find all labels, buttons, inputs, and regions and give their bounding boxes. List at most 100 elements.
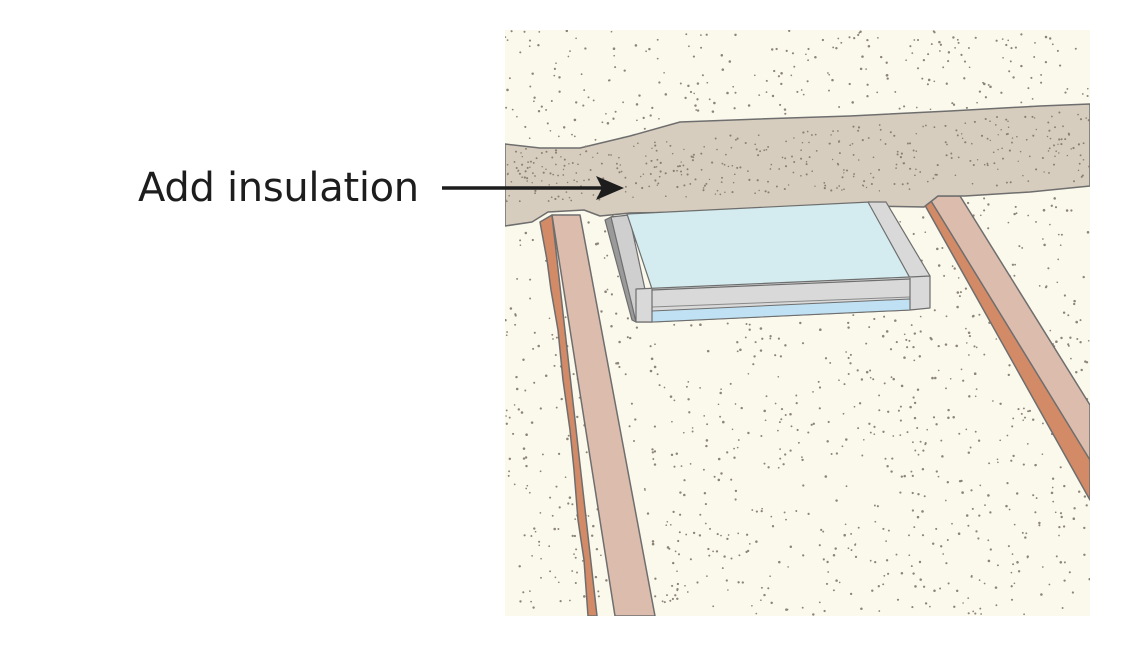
- band-speckle-dot: [702, 189, 705, 192]
- speckle-dot: [818, 601, 821, 604]
- band-speckle-dot: [852, 175, 855, 178]
- speckle-dot: [799, 321, 802, 325]
- speckle-dot: [692, 55, 695, 58]
- speckle-dot: [895, 553, 898, 556]
- speckle-dot: [575, 101, 578, 104]
- speckle-dot: [727, 589, 729, 591]
- band-speckle-dot: [841, 189, 843, 191]
- speckle-dot: [774, 354, 777, 357]
- speckle-dot: [960, 368, 963, 371]
- speckle-dot: [1054, 206, 1058, 209]
- speckle-dot: [1066, 87, 1069, 90]
- speckle-dot: [615, 312, 618, 315]
- band-speckle-dot: [1066, 154, 1069, 157]
- speckle-dot: [1085, 504, 1088, 507]
- band-speckle-dot: [655, 166, 658, 168]
- speckle-dot: [1071, 591, 1074, 594]
- speckle-dot: [696, 581, 699, 584]
- speckle-dot: [728, 60, 732, 63]
- speckle-dot: [883, 574, 886, 577]
- speckle-dot: [994, 586, 998, 589]
- band-speckle-dot: [872, 156, 875, 159]
- speckle-dot: [936, 247, 939, 251]
- band-speckle-dot: [548, 184, 550, 186]
- speckle-dot: [857, 33, 860, 37]
- speckle-dot: [554, 353, 557, 357]
- speckle-dot: [977, 439, 981, 442]
- speckle-dot: [758, 94, 761, 96]
- band-speckle-dot: [721, 176, 723, 179]
- speckle-dot: [1078, 490, 1081, 493]
- band-speckle-dot: [838, 185, 841, 187]
- speckle-dot: [1073, 299, 1076, 303]
- speckle-dot: [967, 597, 970, 599]
- speckle-dot: [1028, 409, 1032, 413]
- speckle-dot: [777, 337, 780, 340]
- band-speckle-dot: [510, 180, 513, 183]
- speckle-dot: [849, 362, 852, 365]
- speckle-dot: [1012, 417, 1015, 420]
- speckle-dot: [1063, 484, 1066, 488]
- speckle-dot: [807, 47, 810, 51]
- band-speckle-dot: [521, 176, 523, 179]
- speckle-dot: [1070, 357, 1072, 360]
- speckle-dot: [730, 478, 733, 481]
- band-speckle-dot: [946, 143, 948, 146]
- speckle-dot: [1075, 370, 1078, 374]
- speckle-dot: [633, 440, 635, 442]
- speckle-dot: [939, 587, 942, 590]
- speckle-dot: [623, 69, 626, 72]
- speckle-dot: [1034, 42, 1036, 44]
- band-speckle-dot: [1077, 143, 1080, 146]
- speckle-dot: [748, 323, 751, 326]
- band-speckle-dot: [683, 148, 685, 151]
- hatch-frame-inner-line: [651, 296, 911, 308]
- speckle-dot: [1045, 285, 1048, 288]
- band-speckle-dot: [702, 187, 705, 189]
- speckle-dot: [1024, 536, 1027, 539]
- speckle-dot: [529, 590, 531, 592]
- band-speckle-dot: [1070, 148, 1072, 150]
- speckle-dot: [779, 355, 783, 358]
- band-speckle-dot: [810, 134, 813, 136]
- band-speckle-dot: [518, 172, 521, 175]
- speckle-dot: [807, 431, 810, 434]
- speckle-dot: [912, 441, 914, 444]
- speckle-dot: [677, 539, 680, 543]
- speckle-dot: [760, 586, 763, 589]
- speckle-dot: [726, 537, 729, 541]
- speckle-dot: [999, 439, 1002, 442]
- speckle-dot: [674, 594, 677, 597]
- speckle-dot: [869, 369, 872, 372]
- band-speckle-dot: [1080, 175, 1083, 178]
- speckle-dot: [843, 383, 846, 386]
- speckle-dot: [730, 557, 733, 560]
- speckle-dot: [916, 515, 920, 519]
- band-speckle-dot: [565, 191, 568, 193]
- speckle-dot: [860, 607, 863, 611]
- speckle-dot: [617, 275, 619, 278]
- band-speckle-dot: [849, 144, 852, 147]
- speckle-dot: [988, 462, 991, 465]
- band-speckle-dot: [861, 139, 864, 142]
- speckle-dot: [782, 463, 785, 466]
- band-speckle-dot: [757, 134, 760, 137]
- speckle-dot: [923, 495, 926, 498]
- speckle-dot: [1063, 561, 1066, 564]
- band-speckle-dot: [915, 132, 918, 135]
- band-speckle-dot: [656, 158, 659, 161]
- left-joist-face: [551, 214, 656, 616]
- speckle-dot: [1007, 373, 1010, 377]
- band-speckle-dot: [901, 183, 904, 186]
- speckle-dot: [721, 68, 725, 71]
- band-speckle-dot: [729, 134, 732, 137]
- speckle-dot: [760, 599, 762, 602]
- speckle-dot: [953, 605, 956, 608]
- speckle-dot: [1010, 598, 1014, 601]
- speckle-dot: [789, 413, 792, 416]
- speckle-dot: [889, 348, 893, 351]
- band-speckle-dot: [1060, 138, 1063, 141]
- speckle-dot: [960, 53, 963, 57]
- band-speckle-dot: [1005, 133, 1008, 136]
- speckle-dot: [956, 305, 959, 309]
